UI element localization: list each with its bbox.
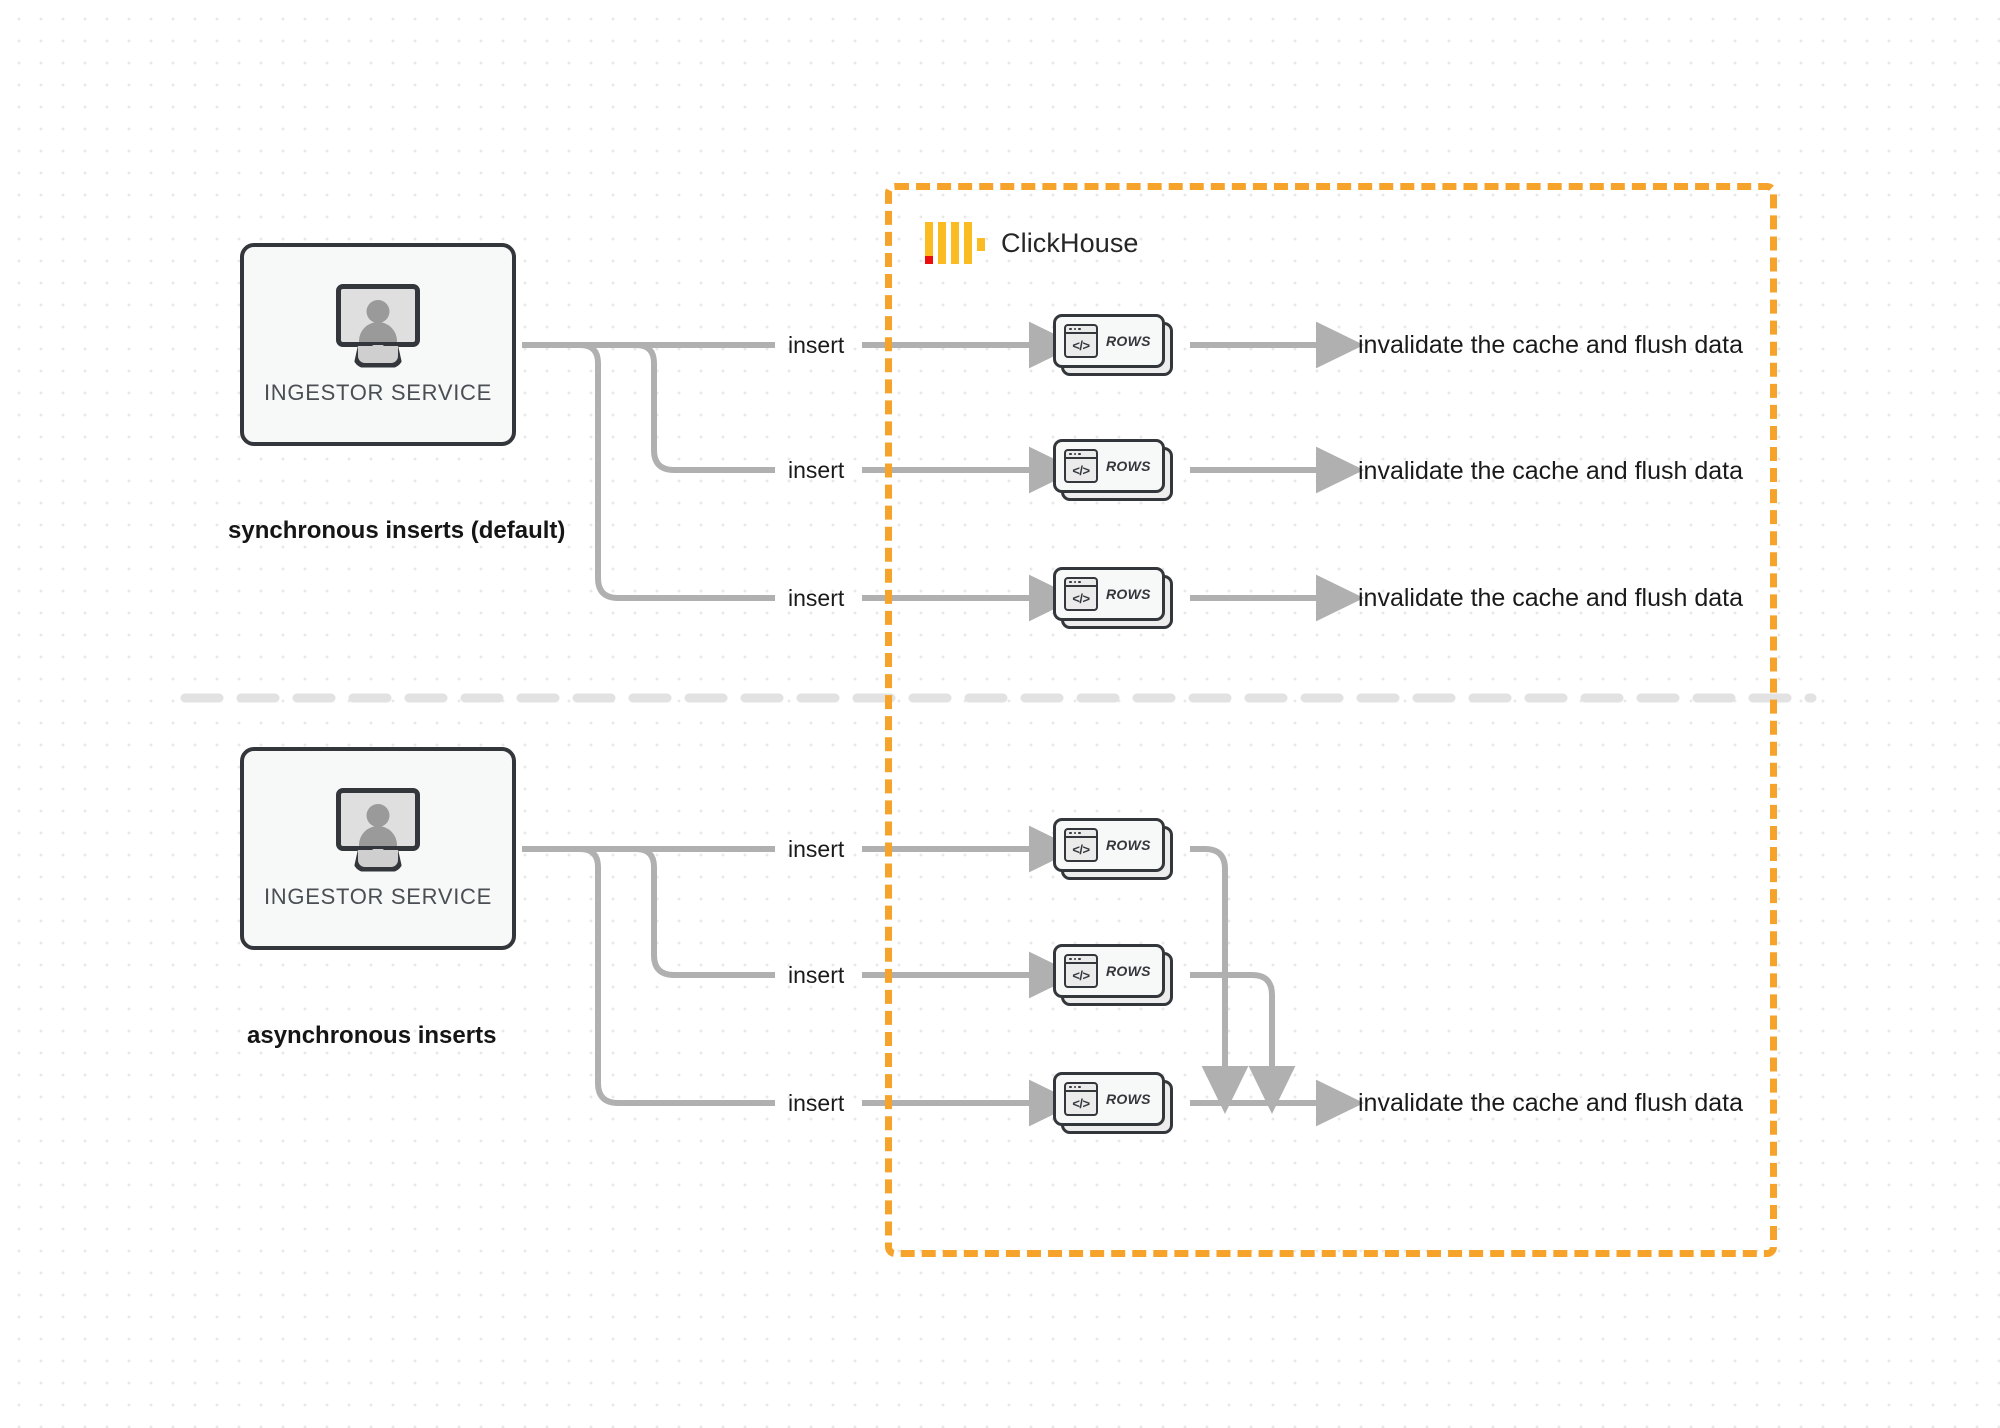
code-window-icon: </> (1064, 449, 1098, 483)
clickhouse-label: ClickHouse (1001, 227, 1139, 258)
insert-label-sync-2: insert (788, 457, 845, 483)
ingestor-service-label: INGESTOR SERVICE (264, 883, 492, 909)
rows-label: ROWS (1106, 458, 1151, 474)
insert-label-async-3: insert (788, 1090, 845, 1116)
logo-bar-4 (964, 222, 972, 264)
rows-label: ROWS (1106, 1091, 1151, 1107)
branch-line-sync-3 (522, 342, 775, 601)
flush-label-sync-2: invalidate the cache and flush data (1358, 457, 1743, 485)
rows-card-sync-2[interactable]: </> ROWS (1053, 439, 1173, 501)
caption-asynchronous: asynchronous inserts (247, 1022, 497, 1049)
insert-label-sync-1: insert (788, 332, 845, 358)
rows-card-face: </> ROWS (1053, 567, 1165, 621)
clickhouse-logo (925, 222, 985, 264)
branch-line-async-2 (522, 846, 775, 978)
insert-label-sync-3: insert (788, 585, 845, 611)
rows-label: ROWS (1106, 837, 1151, 853)
ingestor-service-sync[interactable]: INGESTOR SERVICE (240, 243, 516, 446)
insert-label-async-1: insert (788, 836, 845, 862)
rows-card-face: </> ROWS (1053, 1072, 1165, 1126)
user-body (359, 321, 397, 342)
rows-card-async-2[interactable]: </> ROWS (1053, 944, 1173, 1006)
user-head (366, 299, 390, 323)
rows-label: ROWS (1106, 963, 1151, 979)
code-glyph: </> (1072, 337, 1090, 353)
code-window-icon: </> (1064, 324, 1098, 358)
monitor-neck (372, 848, 384, 853)
user-head (366, 803, 390, 827)
flush-label-sync-3: invalidate the cache and flush data (1358, 584, 1743, 612)
rows-card-face: </> ROWS (1053, 818, 1165, 872)
code-window-titlebar (1066, 956, 1096, 964)
code-glyph: </> (1072, 590, 1090, 606)
monitor-stand (353, 849, 403, 872)
logo-bar-1 (925, 222, 933, 264)
code-glyph: </> (1072, 841, 1090, 857)
monitor-screen (336, 787, 420, 851)
monitor-neck (372, 344, 384, 349)
rows-card-sync-1[interactable]: </> ROWS (1053, 314, 1173, 376)
rows-card-async-1[interactable]: </> ROWS (1053, 818, 1173, 880)
caption-synchronous: synchronous inserts (default) (228, 517, 566, 544)
code-window-titlebar (1066, 830, 1096, 838)
monitor-user-icon (332, 787, 424, 872)
rows-card-async-3[interactable]: </> ROWS (1053, 1072, 1173, 1134)
code-window-icon: </> (1064, 954, 1098, 988)
rows-card-sync-3[interactable]: </> ROWS (1053, 567, 1173, 629)
monitor-user-icon (332, 283, 424, 368)
code-glyph: </> (1072, 1095, 1090, 1111)
rows-card-face: </> ROWS (1053, 944, 1165, 998)
ingestor-service-label: INGESTOR SERVICE (264, 379, 492, 405)
rows-card-face: </> ROWS (1053, 314, 1165, 368)
ingestor-service-async[interactable]: INGESTOR SERVICE (240, 747, 516, 950)
code-window-icon: </> (1064, 1082, 1098, 1116)
code-window-titlebar (1066, 1084, 1096, 1092)
code-window-icon: </> (1064, 828, 1098, 862)
code-window-titlebar (1066, 579, 1096, 587)
flush-label-sync-1: invalidate the cache and flush data (1358, 331, 1743, 359)
logo-bar-3 (951, 222, 959, 264)
logo-bar-short (977, 238, 985, 251)
clickhouse-brand: ClickHouse (925, 222, 1139, 264)
clickhouse-boundary (885, 183, 1777, 1257)
logo-red-square (925, 256, 933, 264)
rows-label: ROWS (1106, 586, 1151, 602)
code-window-icon: </> (1064, 577, 1098, 611)
rows-label: ROWS (1106, 333, 1151, 349)
branch-line-async-3 (522, 846, 775, 1106)
rows-card-face: </> ROWS (1053, 439, 1165, 493)
code-window-titlebar (1066, 451, 1096, 459)
insert-label-async-2: insert (788, 962, 845, 988)
code-window-titlebar (1066, 326, 1096, 334)
code-glyph: </> (1072, 967, 1090, 983)
branch-line-sync-2 (522, 342, 775, 473)
monitor-stand (353, 345, 403, 368)
user-body (359, 825, 397, 846)
flush-label-async-merged: invalidate the cache and flush data (1358, 1089, 1743, 1117)
code-glyph: </> (1072, 462, 1090, 478)
monitor-screen (336, 283, 420, 347)
logo-bar-2 (938, 222, 946, 264)
